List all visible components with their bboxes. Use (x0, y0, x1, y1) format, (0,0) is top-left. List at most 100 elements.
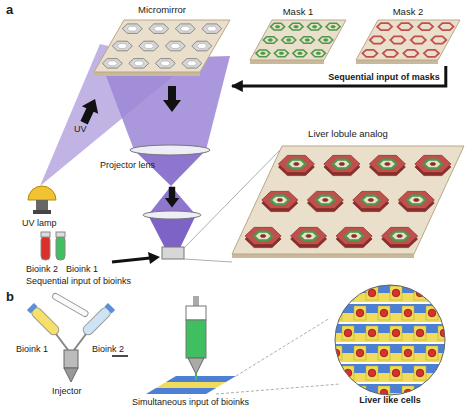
cell (345, 232, 363, 241)
flow-arrow (232, 66, 446, 86)
platform (356, 20, 460, 60)
shape (112, 258, 150, 262)
cell (319, 37, 333, 44)
shape (56, 334, 68, 350)
cell (289, 23, 303, 30)
shape (81, 303, 115, 337)
edge-label: Sequential input of masks (328, 72, 440, 83)
cell (180, 26, 190, 31)
shape (186, 306, 206, 320)
node-box: Micromirror (92, 4, 232, 94)
cell-block (390, 286, 402, 300)
platform-edge (356, 60, 438, 64)
cell (139, 41, 159, 51)
liver-cell (368, 369, 376, 377)
cell-block (438, 366, 450, 380)
shape (193, 296, 199, 306)
panel-letter: a (6, 3, 13, 17)
cell-block (426, 386, 438, 400)
shape (51, 292, 89, 317)
cell (207, 26, 217, 31)
liver-cell (452, 389, 458, 397)
platform (232, 146, 464, 254)
cell (368, 199, 374, 202)
liver-cell (428, 309, 436, 317)
liver-cell (452, 309, 458, 317)
cell (382, 227, 418, 244)
cell-block (354, 306, 366, 320)
cell (336, 227, 372, 244)
liver-cell (380, 349, 388, 357)
shape (30, 306, 61, 337)
node-box: Liver like cells (322, 282, 458, 409)
shape (163, 86, 181, 112)
platform-edge (232, 254, 414, 258)
cell (312, 26, 317, 28)
cell (333, 160, 351, 169)
cell (424, 160, 442, 169)
cell-block (438, 286, 450, 300)
light-arrow (163, 86, 181, 112)
cell (102, 59, 122, 69)
shape (74, 334, 86, 350)
cell (322, 199, 328, 202)
cell (306, 235, 312, 238)
beam-label: UV (74, 124, 87, 135)
cell (293, 163, 299, 166)
cell (407, 196, 425, 205)
cell-block (366, 326, 378, 340)
cell (397, 235, 403, 238)
part-label: Bioink 2 (92, 344, 124, 355)
cell (282, 37, 296, 44)
cell (192, 41, 212, 51)
cell (415, 155, 451, 172)
shape (76, 95, 103, 126)
cell-block (450, 386, 458, 400)
cell (418, 23, 433, 30)
cell (431, 36, 446, 43)
node-box: Mask 1 (248, 6, 348, 66)
part-label: UV lamp (22, 218, 57, 229)
cell (117, 44, 127, 49)
uv-lamp-symbol (28, 186, 56, 214)
liver-cell (322, 289, 328, 297)
cell-block (322, 366, 330, 380)
printed-lattice (146, 374, 236, 394)
cell (256, 50, 270, 57)
shape (33, 210, 51, 214)
cell (155, 59, 175, 69)
cell-block (426, 346, 438, 360)
shape (41, 236, 50, 260)
node-illustration (92, 4, 232, 94)
liver-cell (356, 349, 364, 357)
cell (391, 232, 409, 241)
cell (122, 24, 142, 34)
cell (154, 26, 164, 31)
cell-block (378, 346, 390, 360)
cell (353, 191, 389, 208)
cell (263, 37, 277, 44)
cell-block (342, 366, 354, 380)
cell-block (414, 326, 426, 340)
liver-cell (392, 369, 400, 377)
cell-block (330, 306, 342, 320)
node-box: Liver lobule analog (228, 128, 468, 268)
cell (268, 39, 273, 41)
liver-cell (332, 389, 340, 397)
cell (291, 227, 327, 244)
platform (94, 20, 230, 72)
cell-block (322, 326, 330, 340)
shape (195, 374, 197, 380)
shape (146, 388, 216, 394)
cell (316, 52, 321, 54)
cell (311, 50, 325, 57)
liver-cell (380, 309, 388, 317)
node-illustration (322, 282, 458, 409)
cell (377, 23, 392, 30)
shape (166, 376, 236, 382)
cell (271, 23, 285, 30)
platform (250, 20, 346, 60)
cell-block (402, 346, 414, 360)
cell (278, 155, 314, 172)
part-label: Injector (52, 386, 82, 397)
